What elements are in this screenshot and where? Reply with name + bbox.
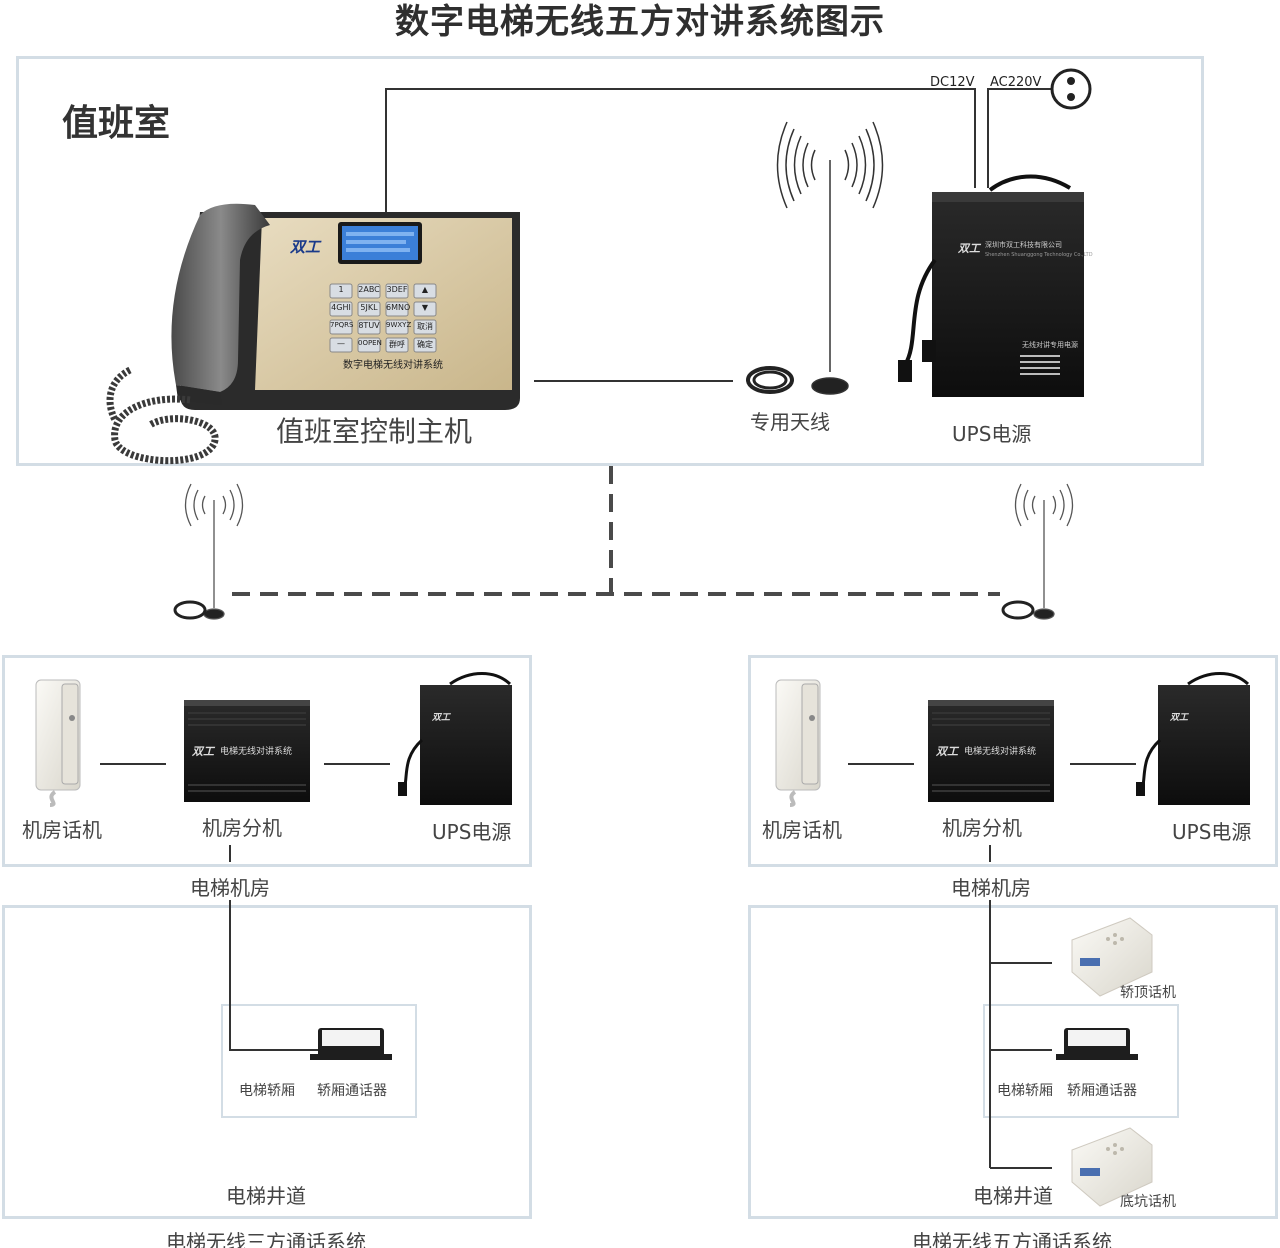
left-slave-label: 机房分机 bbox=[202, 816, 282, 840]
keypad-key: ▼ bbox=[421, 303, 429, 312]
duty-ups-company-en: Shenzhen Shuanggong Technology Co.,LTD bbox=[985, 252, 1093, 258]
keypad-key: 6MNO bbox=[386, 303, 411, 312]
keypad-key: 2ABC bbox=[358, 285, 380, 294]
right-ups-label: UPS电源 bbox=[1172, 820, 1252, 844]
right-intercom-label: 轿厢通话器 bbox=[1067, 1083, 1137, 1099]
right-shaft-frame bbox=[748, 905, 1278, 1219]
right-car-frame bbox=[983, 1004, 1179, 1118]
right-phone-label: 机房话机 bbox=[762, 818, 842, 842]
left-shaft-frame bbox=[2, 905, 532, 1219]
keypad-key: 取消 bbox=[417, 322, 433, 331]
right-antenna bbox=[1001, 483, 1074, 620]
left-slave-brand: 双工 bbox=[192, 745, 214, 758]
right-slave-text: 电梯无线对讲系统 bbox=[964, 747, 1037, 757]
left-car-intercom bbox=[310, 1028, 392, 1060]
host-panel-text: 数字电梯无线对讲系统 bbox=[343, 360, 443, 371]
left-intercom-label: 轿厢通话器 bbox=[317, 1083, 387, 1099]
duty-ups-product: 无线对讲专用电源 bbox=[1022, 341, 1078, 349]
keypad-key: ▲ bbox=[421, 285, 429, 294]
left-ups-brand: 双工 bbox=[432, 713, 451, 723]
left-machine-room-devices bbox=[35, 672, 512, 807]
duty-room-wiring bbox=[385, 88, 1052, 382]
host-label: 值班室控制主机 bbox=[276, 415, 473, 448]
left-machine-room-area: 电梯机房 bbox=[190, 876, 270, 900]
right-car-intercom bbox=[1056, 1028, 1138, 1060]
car-top-phone-label: 轿顶话机 bbox=[1120, 985, 1176, 1001]
keypad-key: — bbox=[337, 339, 345, 348]
right-shaft-area: 电梯井道 bbox=[973, 1184, 1053, 1208]
host-brand: 双工 bbox=[290, 238, 321, 256]
right-shaft-wiring bbox=[989, 845, 1052, 1169]
left-car-label: 电梯轿厢 bbox=[239, 1083, 295, 1099]
duty-ups-company: 深圳市双工科技有限公司 bbox=[985, 241, 1062, 249]
duty-ups bbox=[898, 174, 1084, 397]
keypad-key: 0OPEN bbox=[358, 339, 382, 347]
right-slave-label: 机房分机 bbox=[942, 816, 1022, 840]
keypad-key: 3DEF bbox=[386, 285, 408, 294]
host-keypad bbox=[329, 283, 437, 353]
right-machine-room-devices bbox=[775, 672, 1250, 807]
keypad-key: 7PQRS bbox=[330, 321, 354, 329]
pit-phone bbox=[1071, 1127, 1153, 1207]
left-ups-label: UPS电源 bbox=[432, 820, 512, 844]
host-keypad-labels: 1 2ABC 3DEF ▲ 4GHI 5JKL 6MNO ▼ 7PQRS 8TU… bbox=[330, 284, 436, 352]
left-antenna bbox=[173, 483, 244, 620]
left-slave-text: 电梯无线对讲系统 bbox=[220, 747, 293, 757]
dc12v-label: DC12V bbox=[930, 75, 975, 90]
left-shaft-area: 电梯井道 bbox=[226, 1184, 306, 1208]
power-socket-icon bbox=[1050, 68, 1092, 110]
duty-room-heading: 值班室 bbox=[62, 103, 171, 144]
right-system-label: 电梯无线五方通话系统 bbox=[912, 1230, 1112, 1248]
keypad-key: 9WXYZ bbox=[386, 321, 412, 329]
left-car-frame bbox=[221, 1004, 417, 1118]
car-top-phone bbox=[1071, 917, 1153, 997]
right-slave-brand: 双工 bbox=[936, 745, 958, 758]
keypad-key: 4GHI bbox=[331, 303, 351, 312]
keypad-key: 群呼 bbox=[389, 340, 405, 349]
left-shaft-wiring bbox=[229, 845, 320, 1051]
right-car-label: 电梯轿厢 bbox=[997, 1083, 1053, 1099]
duty-ups-label: UPS电源 bbox=[952, 422, 1032, 446]
keypad-key: 1 bbox=[338, 285, 344, 294]
diagram-title: 数字电梯无线五方对讲系统图示 bbox=[395, 2, 885, 42]
antenna-label: 专用天线 bbox=[750, 410, 830, 434]
keypad-key: 8TUV bbox=[358, 321, 380, 330]
left-phone-label: 机房话机 bbox=[22, 818, 102, 842]
pit-phone-label: 底坑话机 bbox=[1120, 1194, 1176, 1210]
right-ups-brand: 双工 bbox=[1170, 713, 1189, 723]
left-system-label: 电梯无线三方通话系统 bbox=[166, 1230, 366, 1248]
wireless-links bbox=[232, 466, 1000, 596]
keypad-key: 确定 bbox=[417, 340, 433, 349]
dedicated-antenna bbox=[746, 121, 884, 395]
right-machine-room-area: 电梯机房 bbox=[951, 876, 1031, 900]
duty-ups-brand: 双工 bbox=[958, 242, 980, 255]
keypad-key: 5JKL bbox=[360, 303, 378, 312]
ac220v-label: AC220V bbox=[990, 75, 1042, 90]
